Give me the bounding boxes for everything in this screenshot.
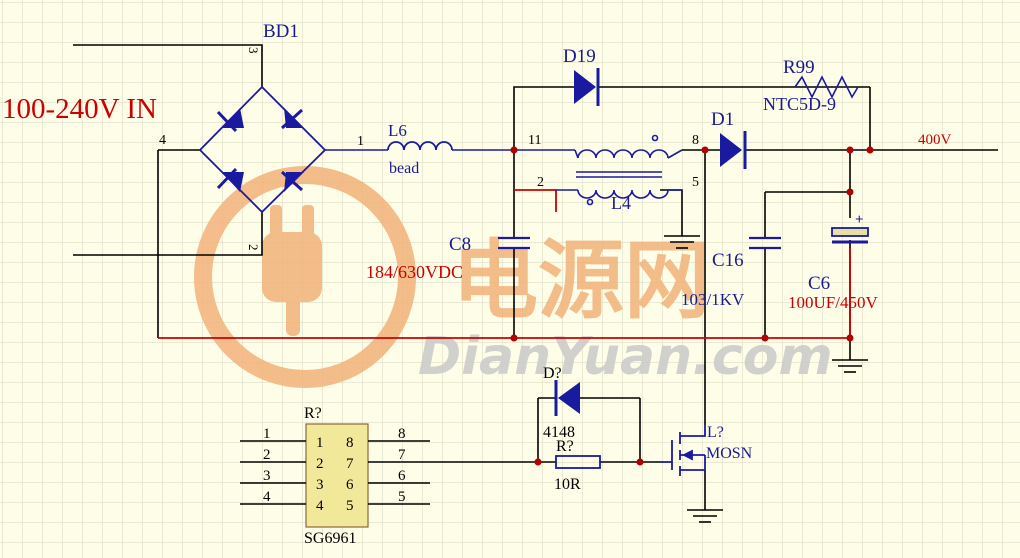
watermark-ring (194, 166, 416, 388)
d19-label: D19 (563, 46, 596, 67)
ic-inner-right-7: 7 (346, 456, 354, 472)
labels: 100-240V IN BD1 3 4 2 1 L6 bead D19 R99 … (2, 21, 952, 547)
d1-label: D1 (711, 109, 734, 130)
capacitor-c8 (498, 236, 530, 250)
resistor-r99 (794, 75, 859, 99)
l4-pin2-label: 2 (537, 175, 544, 190)
l4-pin5-label: 5 (692, 175, 699, 190)
plug-icon (262, 205, 322, 336)
ic-inner-left-4: 4 (316, 498, 324, 514)
ic-pin-left-3: 3 (263, 468, 271, 484)
bd1-pin4-label: 4 (159, 133, 166, 148)
ic-pin-left-2: 2 (263, 447, 271, 463)
mosfet-ref: L? (707, 424, 724, 441)
ic-inner-left-3: 3 (316, 477, 324, 493)
ground-mosfet (687, 509, 723, 523)
bd1-label: BD1 (263, 21, 299, 42)
ic-pin-right-7: 7 (398, 447, 406, 463)
ic-inner-left-2: 2 (316, 456, 324, 472)
bd1-pin3-label: 3 (246, 47, 261, 54)
inductor-l6 (387, 141, 453, 151)
ic-pin-lines (240, 440, 430, 505)
ic-pin-right-5: 5 (398, 489, 406, 505)
bd1-pin2-label: 2 (246, 244, 261, 251)
ground-l4 (664, 235, 700, 249)
output-voltage-label: 400V (918, 132, 952, 148)
ic-inner-right-5: 5 (346, 498, 354, 514)
ic-name: SG6961 (304, 530, 356, 547)
c6-label: C6 (808, 273, 830, 294)
ic-inner-right-6: 6 (346, 477, 354, 493)
ic-pin-right-6: 6 (398, 468, 406, 484)
l6-value: bead (389, 160, 419, 177)
ic-pin-left-1: 1 (263, 426, 271, 442)
ic-pin-left-4: 4 (263, 489, 271, 505)
watermark-cn-text: 电源网 (452, 231, 710, 331)
ic-ref: R? (304, 405, 322, 422)
c16-label: C16 (712, 250, 744, 271)
resistor-gate-value: 10R (554, 476, 581, 493)
input-voltage-label: 100-240V IN (2, 93, 157, 125)
mosfet-value: MOSN (706, 445, 753, 462)
capacitor-c16 (749, 236, 781, 250)
c8-label: C8 (449, 234, 471, 255)
ground-c6 (832, 359, 868, 373)
watermark: 电源网 DianYuan.com (194, 166, 833, 388)
diode-4148-ref: D? (543, 365, 562, 382)
bridge-rectifier-bd1 (198, 85, 327, 214)
diode-d19 (574, 68, 600, 106)
c8-value: 184/630VDC (366, 262, 463, 282)
l4-label: L4 (611, 193, 631, 213)
c16-value: 103/1KV (681, 290, 745, 309)
ic-inner-left-1: 1 (316, 435, 324, 451)
bridge-diode-icons (216, 108, 304, 192)
ic-sg6961 (240, 423, 430, 528)
l4-pin11-label: 11 (528, 133, 541, 148)
c6-plus-label: + (855, 212, 864, 228)
ic-pin-right-8: 8 (398, 426, 406, 442)
diode-4148-value: 4148 (543, 424, 575, 441)
bd1-pin1-label: 1 (357, 134, 364, 149)
l6-label: L6 (388, 121, 407, 140)
mosfet-mosn (660, 425, 706, 476)
l4-pin8-label: 8 (692, 133, 699, 148)
transformer-l4 (556, 134, 683, 206)
ic-body (305, 423, 369, 528)
r99-label: R99 (783, 57, 815, 78)
capacitor-c6 (831, 227, 869, 244)
watermark-site-text: DianYuan.com (418, 327, 833, 387)
junction-nodes (510, 146, 874, 466)
resistor-gate-10r (555, 455, 601, 469)
diode-d1 (720, 131, 747, 169)
ic-inner-right-8: 8 (346, 435, 354, 451)
r99-value: NTC5D-9 (763, 94, 836, 114)
diode-d-4148 (554, 380, 580, 416)
c6-value: 100UF/450V (788, 293, 878, 312)
resistor-gate-ref-top: R? (556, 438, 574, 455)
